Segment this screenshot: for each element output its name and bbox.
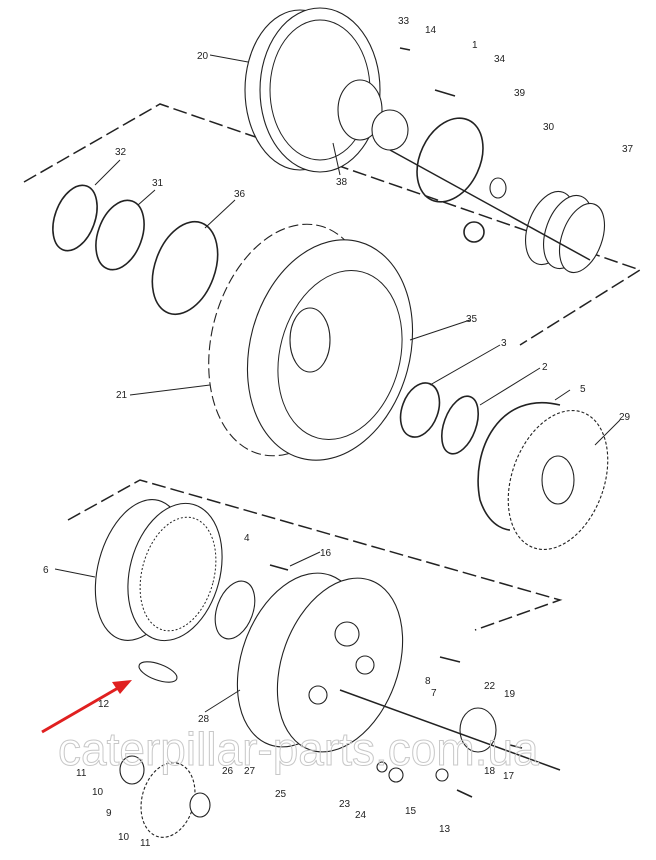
callout-33: 33	[398, 16, 410, 27]
ring-part-5	[477, 402, 561, 531]
assembly-boundary-upper	[23, 103, 642, 346]
callout-10-lower: 10	[118, 832, 130, 843]
callout-19: 19	[504, 689, 516, 700]
seal-group-part-37	[525, 190, 606, 274]
callout-8: 8	[425, 676, 431, 687]
callout-28: 28	[198, 714, 210, 725]
callout-20: 20	[197, 51, 209, 62]
callout-27: 27	[244, 766, 256, 777]
callout-14: 14	[425, 25, 437, 36]
callout-34: 34	[494, 54, 506, 65]
callout-17: 17	[503, 771, 515, 782]
plate-part-4	[214, 580, 256, 640]
callout-25: 25	[275, 789, 287, 800]
callout-37: 37	[622, 144, 634, 155]
callout-39: 39	[514, 88, 526, 99]
ring-part-31	[95, 199, 145, 271]
plug-part-24	[388, 767, 404, 783]
ring-gear-part-6	[94, 499, 223, 642]
callout-26: 26	[222, 766, 234, 777]
callout-2: 2	[542, 362, 548, 373]
callout-1: 1	[472, 40, 478, 51]
callout-36: 36	[234, 189, 246, 200]
bearing-part-32	[52, 184, 98, 252]
callout-32: 32	[115, 147, 127, 158]
callout-30: 30	[543, 122, 555, 133]
callout-10-upper: 10	[92, 787, 104, 798]
watermark-text: caterpillar-parts.com.ua	[58, 723, 539, 775]
callout-6: 6	[43, 565, 49, 576]
hub-part-20	[244, 7, 409, 173]
callout-13: 13	[439, 824, 451, 835]
callout-labels: 33 14 1 34 20 39 30 38 37 32 31 36 35 3 …	[43, 16, 634, 849]
retainer-part	[463, 221, 485, 243]
pin-part-12	[138, 661, 178, 683]
washer-part-15	[435, 768, 449, 782]
washer-part-30	[489, 177, 507, 199]
cone-part-2	[440, 395, 480, 455]
callout-4: 4	[244, 533, 250, 544]
callout-35: 35	[466, 314, 478, 325]
callout-31: 31	[152, 178, 164, 189]
sprocket-part-21	[208, 223, 414, 461]
callout-29: 29	[619, 412, 631, 423]
gear-part-29	[507, 409, 609, 551]
callout-7: 7	[431, 688, 437, 699]
cup-part-3	[399, 382, 441, 438]
callout-3: 3	[501, 338, 507, 349]
callout-12: 12	[98, 699, 110, 710]
bolts	[269, 47, 523, 798]
assembly-boundary-lower	[67, 479, 563, 631]
callout-5: 5	[580, 384, 586, 395]
callout-38: 38	[336, 177, 348, 188]
callout-21: 21	[116, 390, 128, 401]
callout-9: 9	[106, 808, 112, 819]
callout-24: 24	[355, 810, 367, 821]
highlight-arrow	[41, 680, 132, 734]
callout-23: 23	[339, 799, 351, 810]
callout-11-lower: 11	[140, 838, 151, 849]
callout-11-upper: 11	[76, 768, 87, 779]
leader-lines	[54, 54, 621, 771]
cover-part-19	[459, 707, 497, 753]
gear-part-9	[119, 755, 211, 838]
ring-part-36	[151, 220, 219, 316]
callout-18: 18	[484, 766, 496, 777]
carrier-part-25	[236, 572, 404, 753]
ring-part-39	[416, 117, 484, 203]
callout-15: 15	[405, 806, 417, 817]
callout-16: 16	[320, 548, 332, 559]
seal-part-23	[376, 761, 388, 773]
callout-22: 22	[484, 681, 496, 692]
